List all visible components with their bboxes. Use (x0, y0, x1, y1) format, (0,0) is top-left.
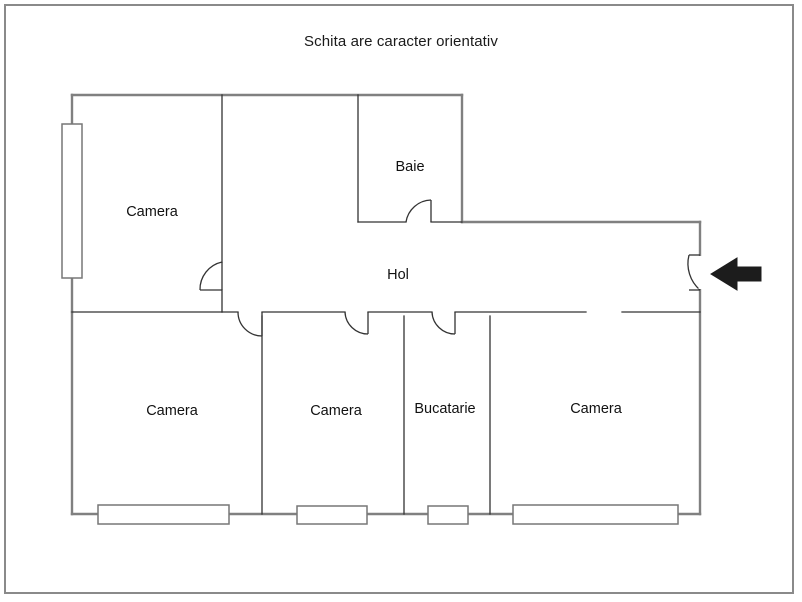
window-bottom-mid (296, 505, 368, 525)
room-label-camera-bottom-right: Camera (570, 401, 622, 417)
door-camera-top-left (199, 261, 223, 291)
plan-border-frame (4, 4, 794, 594)
door-baie (405, 199, 432, 223)
window-bottom-left (97, 504, 230, 525)
entrance-arrow (710, 257, 762, 291)
room-label-camera-top-left: Camera (126, 204, 178, 220)
door-camera-bottom-mid (344, 311, 369, 335)
door-bucatarie (431, 311, 456, 335)
room-label-hol: Hol (387, 267, 409, 283)
window-bottom-bucatarie (427, 505, 469, 525)
room-label-camera-bottom-left: Camera (146, 403, 198, 419)
doors (199, 199, 701, 337)
room-label-baie: Baie (395, 159, 425, 175)
page-title: Schita are caracter orientativ (304, 33, 498, 50)
exterior-walls (70, 93, 702, 516)
door-entrance (687, 254, 701, 291)
windows (61, 123, 679, 525)
door-camera-bottom-left (237, 311, 263, 337)
interior-walls (71, 94, 701, 515)
window-left-vertical (61, 123, 83, 279)
window-bottom-right (512, 504, 679, 525)
room-label-bucatarie: Bucatarie (414, 401, 476, 417)
room-label-camera-bottom-mid: Camera (310, 403, 362, 419)
